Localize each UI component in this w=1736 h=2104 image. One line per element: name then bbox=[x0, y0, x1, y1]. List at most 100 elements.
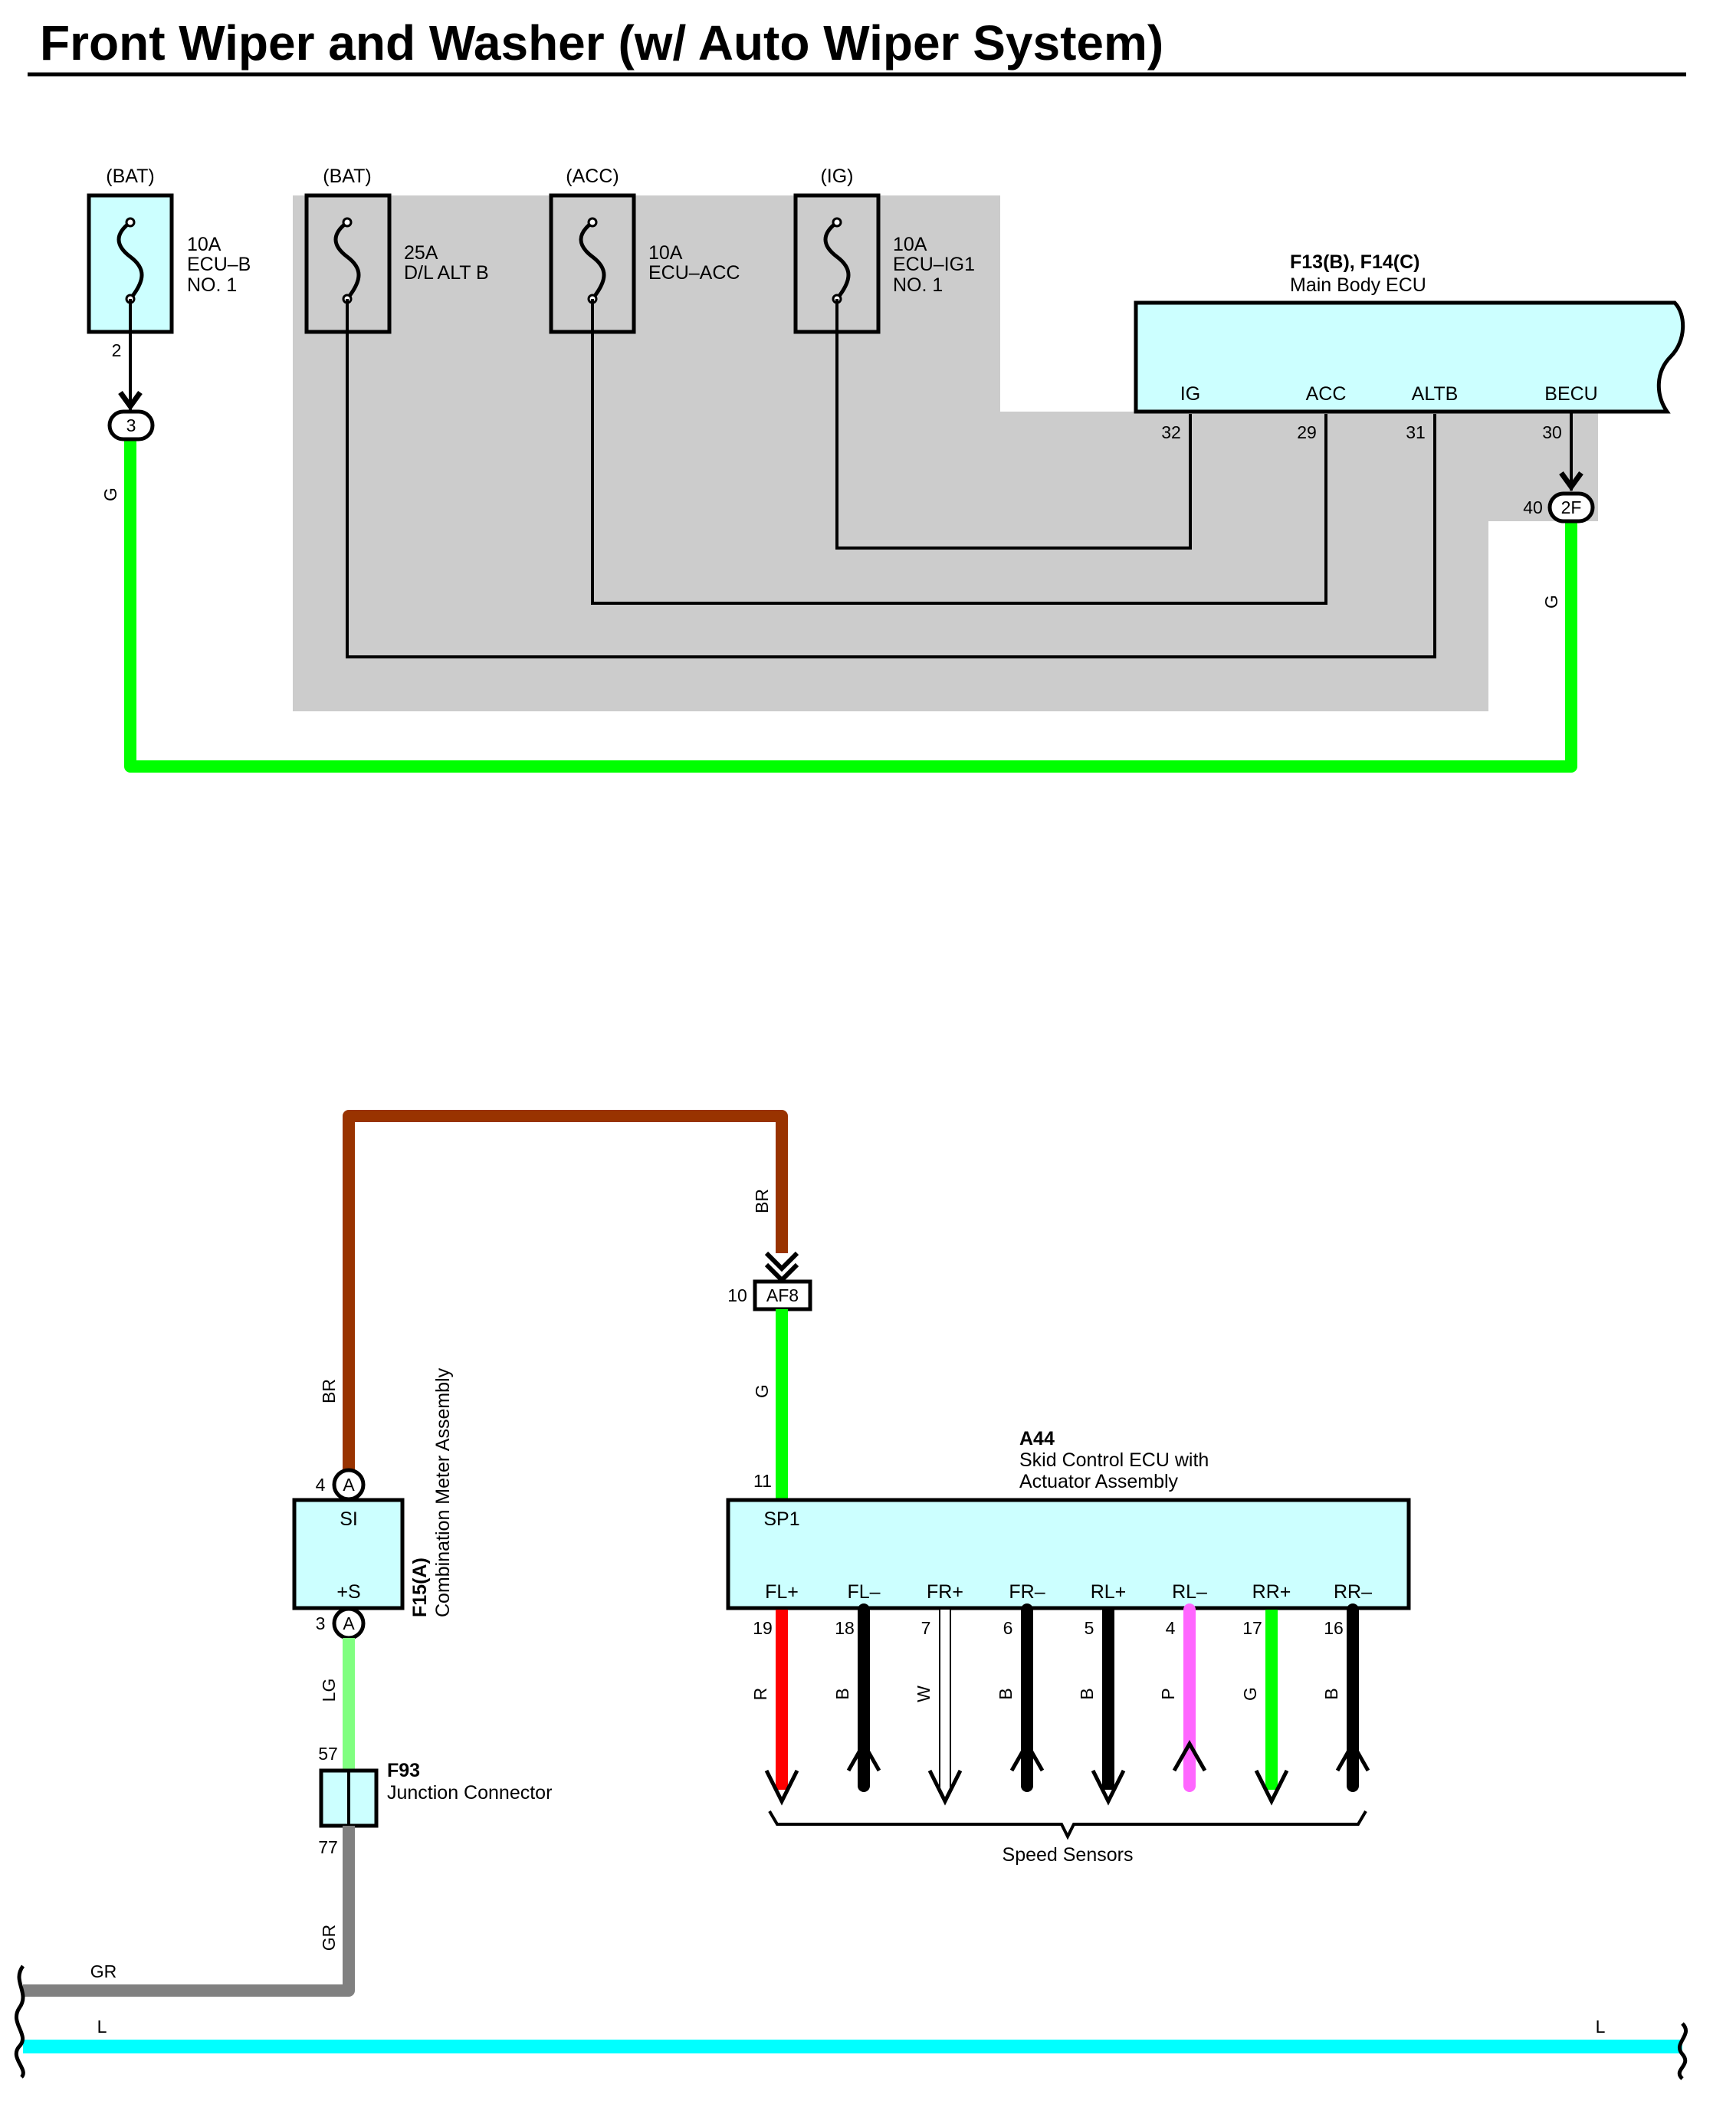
skid-term-fr-minus: FR– bbox=[1009, 1581, 1045, 1603]
meter-pin-top: 4 bbox=[316, 1475, 326, 1495]
meter-si: SI bbox=[340, 1508, 358, 1530]
wire-label-l-right: L bbox=[1596, 2017, 1606, 2037]
wire-ig bbox=[835, 299, 1192, 550]
wire-label-g-right: G bbox=[1541, 595, 1561, 609]
skid-pin-fl-minus: 18 bbox=[835, 1618, 855, 1638]
wire-label-br-left: BR bbox=[319, 1379, 339, 1403]
skid-pin-fr-minus: 6 bbox=[1003, 1618, 1013, 1638]
skid-pin-rl-plus: 5 bbox=[1085, 1618, 1094, 1638]
ecu-pin-31: 31 bbox=[1406, 422, 1426, 442]
meter-pin-bottom: 3 bbox=[316, 1613, 326, 1633]
skid-pin-fr-plus: 7 bbox=[921, 1618, 931, 1638]
skid-wire-label-rl-plus: B bbox=[1077, 1688, 1097, 1699]
meter-name: Combination Meter Assembly bbox=[432, 1367, 454, 1617]
jc-pin-bottom: 77 bbox=[318, 1837, 338, 1857]
skid-term-rr-minus: RR– bbox=[1334, 1581, 1372, 1603]
wire-label-br-top: BR bbox=[752, 1189, 772, 1213]
af8-arrow bbox=[764, 1251, 799, 1284]
fuse4-name: ECU–IG1 bbox=[893, 254, 975, 275]
wire-g-top bbox=[124, 439, 1577, 773]
skid-term-rl-plus: RL+ bbox=[1091, 1581, 1127, 1603]
junction-3-arrow bbox=[118, 390, 143, 411]
skid-term-fl-minus: FL– bbox=[847, 1581, 880, 1603]
meter-badge-bottom-label: A bbox=[343, 1613, 355, 1633]
fuse3-source: (ACC) bbox=[566, 166, 619, 187]
skid-term-rr-plus: RR+ bbox=[1252, 1581, 1291, 1603]
junction-2f bbox=[1547, 491, 1595, 524]
skid-wire-label-rr-plus: G bbox=[1240, 1687, 1260, 1701]
ecu-term-becu: BECU bbox=[1544, 383, 1597, 405]
speed-sensors-bracket bbox=[768, 1810, 1367, 1840]
skid-term-rl-minus: RL– bbox=[1172, 1581, 1207, 1603]
wire-label-l-left: L bbox=[97, 2017, 107, 2037]
wire-br bbox=[343, 1110, 788, 1478]
skid-pin-rr-minus: 16 bbox=[1324, 1618, 1344, 1638]
fuse3-name: ECU–ACC bbox=[648, 262, 740, 284]
wire-altb bbox=[346, 299, 1436, 658]
wire-label-g-mid: G bbox=[752, 1384, 772, 1398]
jc-connector: F93 bbox=[387, 1760, 420, 1781]
skid-term-fl-plus: FL+ bbox=[765, 1581, 799, 1603]
junction-3-pin: 2 bbox=[112, 340, 122, 360]
wire-label-lg: LG bbox=[319, 1679, 339, 1702]
af8-label: AF8 bbox=[766, 1285, 799, 1305]
ecu-term-acc: ACC bbox=[1306, 383, 1347, 405]
skid-arrow-rl-minus bbox=[1172, 1739, 1207, 1772]
junction-3 bbox=[107, 409, 155, 441]
fuse4-source: (IG) bbox=[820, 166, 853, 187]
junction-2f-arrow bbox=[1559, 471, 1583, 491]
jc-name: Junction Connector bbox=[387, 1782, 552, 1804]
meter-s-plus: +S bbox=[336, 1581, 360, 1603]
wire-acc bbox=[591, 299, 1327, 605]
fuse1-rating: 10A bbox=[187, 234, 222, 255]
meter-badge-top-label: A bbox=[343, 1475, 355, 1495]
ecu-pin-32: 32 bbox=[1161, 422, 1181, 442]
main-body-ecu bbox=[1134, 300, 1685, 414]
fuse4-line3: NO. 1 bbox=[893, 274, 943, 296]
skid-arrow-rr-minus bbox=[1335, 1739, 1370, 1772]
skid-pin-rl-minus: 4 bbox=[1166, 1618, 1176, 1638]
speed-sensors-label: Speed Sensors bbox=[1003, 1844, 1134, 1866]
wire-label-gr-vert: GR bbox=[319, 1925, 339, 1951]
wire-label-g-left: G bbox=[100, 487, 120, 501]
ecu-term-ig: IG bbox=[1180, 383, 1200, 405]
fuse1-source: (BAT) bbox=[106, 166, 154, 187]
skid-term-fr-plus: FR+ bbox=[927, 1581, 963, 1603]
skid-wire-label-fr-minus: B bbox=[996, 1688, 1016, 1699]
junction-3-label: 3 bbox=[126, 415, 136, 435]
skid-wire-label-rr-minus: B bbox=[1321, 1688, 1341, 1699]
skid-control-ecu bbox=[726, 1498, 1411, 1610]
skid-terminals: FL+19RFL–18BFR+7WFR–6BRL+5BRL–4PRR+17GRR… bbox=[750, 1581, 1372, 1806]
ecu-term-altb: ALTB bbox=[1412, 383, 1459, 405]
shaded-area bbox=[293, 195, 1598, 711]
ecu-pin-30: 30 bbox=[1542, 422, 1562, 442]
fuse1-line3: NO. 1 bbox=[187, 274, 237, 296]
skid-wire-label-rl-minus: P bbox=[1158, 1688, 1178, 1699]
skid-arrow-fr-minus bbox=[1009, 1739, 1045, 1772]
break-mark-left bbox=[14, 1964, 25, 2079]
skid-pin-fl-plus: 19 bbox=[753, 1618, 773, 1638]
skid-ecu-sp1: SP1 bbox=[763, 1508, 799, 1530]
skid-arrow-fr-plus bbox=[927, 1769, 963, 1806]
skid-arrow-fl-minus bbox=[846, 1739, 881, 1772]
skid-arrow-rl-plus bbox=[1091, 1769, 1126, 1806]
fuse2-rating: 25A bbox=[404, 242, 438, 264]
skid-wire-label-fl-minus: B bbox=[832, 1688, 852, 1699]
skid-ecu-name-2: Actuator Assembly bbox=[1019, 1471, 1179, 1492]
jc-pin-top: 57 bbox=[318, 1744, 338, 1764]
meter-connector: F15(A) bbox=[409, 1557, 431, 1617]
wire-label-gr-horiz: GR bbox=[90, 1961, 117, 1981]
fuse3-rating: 10A bbox=[648, 242, 683, 264]
fuse2-source: (BAT) bbox=[323, 166, 371, 187]
skid-ecu-sp1-pin: 11 bbox=[753, 1471, 772, 1491]
fuse1-name: ECU–B bbox=[187, 254, 251, 275]
af8-pin: 10 bbox=[727, 1285, 747, 1305]
diagram-title: Front Wiper and Washer (w/ Auto Wiper Sy… bbox=[40, 15, 1163, 71]
junction-2f-pin: 40 bbox=[1523, 497, 1543, 517]
break-mark-right bbox=[1677, 2022, 1688, 2080]
skid-ecu-connector: A44 bbox=[1019, 1428, 1055, 1449]
main-body-ecu-name: Main Body ECU bbox=[1290, 274, 1426, 296]
ecu-pin-29: 29 bbox=[1297, 422, 1317, 442]
combination-meter bbox=[292, 1498, 405, 1610]
